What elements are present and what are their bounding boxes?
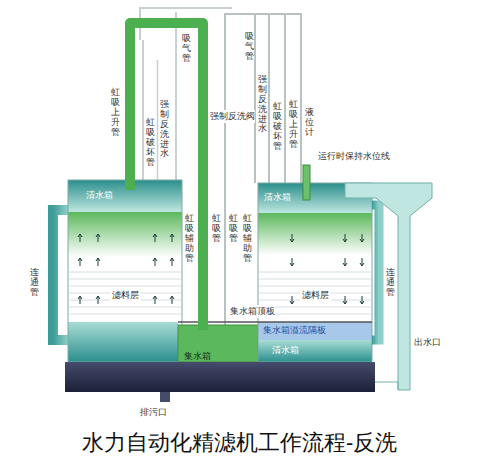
drain-pipe (160, 392, 170, 402)
pipe-label: 虹吸上升管 (111, 88, 120, 137)
overflow-plate (258, 322, 372, 340)
flow-arrow (290, 234, 294, 242)
flow-arrow (96, 258, 100, 266)
pipe-label: 虹吸破坏管 (273, 102, 282, 151)
filter-line (259, 272, 371, 273)
pipe-label: 虹吸管 (212, 214, 221, 244)
pipe-label: 吸气管 (182, 34, 191, 64)
pipe-label: 强制反洗进水 (258, 75, 267, 134)
tank-region: 滤料层 (258, 270, 372, 322)
backwash-inlet-right (268, 14, 270, 183)
siphon-break-pipe (142, 40, 144, 180)
clear-water-lower (68, 322, 178, 362)
base-slab (65, 362, 375, 392)
region-label: 滤料层 (300, 291, 331, 301)
region-label: 清水箱 (270, 346, 301, 356)
tank-region: 集水箱 (178, 325, 258, 362)
flow-arrow (170, 234, 174, 242)
part-label: 排污口 (140, 406, 167, 419)
region-label: 清水箱 (84, 191, 115, 201)
flow-arrow (343, 296, 347, 304)
part-label: 出水口 (414, 336, 441, 349)
pipe-label: 连通管 (30, 268, 39, 298)
flow-arrow (360, 258, 364, 266)
air-pipe (175, 40, 177, 180)
region-label: 滤料层 (110, 291, 141, 301)
filter-line (259, 314, 371, 315)
flow-arrow (78, 234, 82, 242)
pipe-label: 液位计 (305, 108, 314, 138)
pipe-label: 虹吸破坏管 (146, 118, 155, 167)
filter-line (69, 272, 181, 273)
flow-arrow (290, 296, 294, 304)
filter-line (69, 279, 181, 280)
pipe-label: 强制反洗进水 (160, 100, 169, 159)
flow-arrow (153, 296, 157, 304)
pipe-label: 虹吸上升管 (289, 100, 298, 149)
tank-region: 清水箱 (68, 180, 182, 212)
pipe-label: 虹吸管 (229, 214, 238, 244)
tank-wall (258, 183, 372, 362)
level-gauge (303, 165, 310, 200)
flow-arrow (360, 234, 364, 242)
part-label: 集水箱顶板 (230, 305, 275, 318)
collecting-tank (178, 325, 258, 362)
filter-line (259, 286, 371, 287)
air-pipe-right (254, 14, 256, 183)
pipe-label: 虹吸辅助管 (243, 214, 252, 263)
tank-region: 清水箱 (258, 183, 372, 213)
outlet-pipe (372, 382, 398, 390)
filter-line (259, 307, 371, 308)
filter-hatching (69, 234, 371, 314)
backwash-water (68, 212, 182, 257)
flow-arrow (78, 296, 82, 304)
pipe-label: 吸气管 (245, 32, 254, 62)
filter-line (69, 314, 181, 315)
pipe-label: 连通管 (386, 268, 395, 298)
flow-arrow (343, 234, 347, 242)
diagram-title: 水力自动化精滤机工作流程-反洗 (82, 428, 397, 458)
connecting-pipe (372, 205, 379, 340)
flow-arrow (360, 296, 364, 304)
region-label: 集水箱 (182, 352, 213, 362)
flow-arrow (343, 258, 347, 266)
region-label: 清水箱 (262, 193, 293, 203)
connecting-pipe (53, 210, 68, 340)
part-label: 运行时保持水位线 (318, 150, 390, 163)
part-label: 强制反洗阀 (210, 110, 255, 123)
siphon-riser-pipe (130, 23, 203, 330)
tank-region: 清水箱 (258, 340, 372, 362)
flow-arrow (153, 258, 157, 266)
filter-line (69, 286, 181, 287)
backwash-water (258, 213, 372, 255)
flow-arrow (78, 258, 82, 266)
flow-arrow (170, 258, 174, 266)
flow-arrow (96, 234, 100, 242)
flow-arrow (153, 234, 157, 242)
clear-water-lower (258, 340, 372, 362)
pipe-label: 虹吸辅助管 (185, 214, 194, 263)
tank-region: 滤料层 (68, 270, 182, 322)
filter-line (69, 307, 181, 308)
flow-arrow (170, 296, 174, 304)
tank-region: 集水箱溢流隔板 (258, 322, 372, 340)
flow-arrow (96, 296, 100, 304)
filter-zone (258, 255, 372, 322)
siphon-break-right (284, 14, 286, 183)
backwash-inlet-pipe (157, 60, 159, 180)
flow-arrow (290, 258, 294, 266)
filter-line (259, 279, 371, 280)
tank-wall (68, 180, 182, 362)
filter-zone (68, 257, 182, 322)
region-label: 集水箱溢流隔板 (261, 326, 328, 336)
